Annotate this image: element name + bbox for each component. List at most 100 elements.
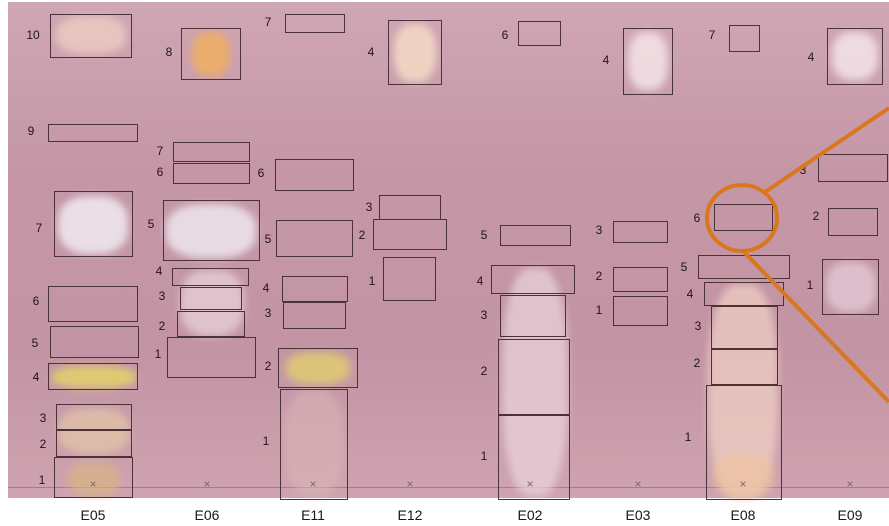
band-box-e08-6	[714, 204, 773, 231]
origin-mark-e06: ×	[203, 477, 211, 491]
band-box-e09-4	[827, 28, 883, 85]
band-number-e12-3: 3	[365, 200, 373, 214]
lane-label-e03: E03	[625, 507, 651, 523]
band-box-e08-4	[704, 282, 784, 306]
band-number-e11-4: 4	[262, 281, 270, 295]
band-number-e05-9: 9	[27, 124, 35, 138]
band-number-e02-6: 6	[501, 28, 509, 42]
band-box-e11-3	[283, 302, 346, 329]
band-number-e05-4: 4	[32, 370, 40, 384]
band-box-e05-9	[48, 124, 138, 142]
band-number-e12-4: 4	[367, 45, 375, 59]
origin-line	[8, 487, 889, 488]
band-number-e03-3: 3	[595, 223, 603, 237]
band-number-e03-2: 2	[595, 269, 603, 283]
band-number-e02-5: 5	[480, 228, 488, 242]
band-number-e11-5: 5	[264, 232, 272, 246]
band-box-e03-4	[623, 28, 673, 95]
band-box-e09-1	[822, 259, 879, 315]
band-box-e02-4	[491, 265, 575, 294]
band-number-e11-3: 3	[264, 306, 272, 320]
band-box-e11-1	[280, 389, 348, 500]
spot-e06-column	[180, 270, 244, 336]
band-box-e09-2	[828, 208, 878, 236]
band-number-e11-2: 2	[264, 359, 272, 373]
band-number-e06-3: 3	[158, 289, 166, 303]
band-number-e06-7: 7	[156, 144, 164, 158]
band-number-e09-4: 4	[807, 50, 815, 64]
band-number-e05-6: 6	[32, 294, 40, 308]
band-box-e08-2	[711, 349, 778, 385]
band-box-e06-2	[177, 311, 245, 337]
band-number-e05-5: 5	[31, 336, 39, 350]
band-box-e06-7	[173, 142, 250, 162]
lane-label-e08: E08	[730, 507, 756, 523]
spot-e05-large	[58, 196, 128, 254]
band-number-e12-2: 2	[358, 228, 366, 242]
band-number-e09-1: 1	[806, 278, 814, 292]
band-number-e11-1: 1	[262, 434, 270, 448]
band-box-e11-5	[276, 220, 353, 257]
band-number-e06-6: 6	[156, 165, 164, 179]
lane-label-e06: E06	[194, 507, 220, 523]
band-number-e08-7: 7	[708, 28, 716, 42]
band-number-e02-3: 3	[480, 308, 488, 322]
band-number-e08-5: 5	[680, 260, 688, 274]
band-box-e05-6	[48, 286, 138, 322]
band-number-e08-3: 3	[694, 319, 702, 333]
band-box-e08-7	[729, 25, 760, 52]
band-number-e08-2: 2	[693, 356, 701, 370]
band-number-e05-2: 2	[39, 437, 47, 451]
band-box-e12-3	[379, 195, 441, 220]
band-number-e08-4: 4	[686, 287, 694, 301]
band-box-e11-6	[275, 159, 354, 191]
spot-e05-lower	[58, 408, 130, 454]
band-box-e05-3	[56, 404, 132, 430]
spot-e05-yellow	[52, 366, 136, 388]
band-box-e05-10	[50, 14, 132, 58]
spot-e11-yellow	[286, 352, 350, 384]
band-number-e06-5: 5	[147, 217, 155, 231]
band-box-e02-2	[498, 339, 570, 415]
band-number-e06-1: 1	[154, 347, 162, 361]
band-box-e05-5	[50, 326, 139, 358]
band-box-e12-1	[383, 257, 436, 301]
band-box-e05-7	[54, 191, 133, 257]
band-number-e05-1: 1	[38, 473, 46, 487]
band-number-e08-6: 6	[693, 211, 701, 225]
origin-mark-e05: ×	[89, 477, 97, 491]
band-number-e05-7: 7	[35, 221, 43, 235]
band-box-e11-4	[282, 276, 348, 302]
lane-label-e09: E09	[837, 507, 863, 523]
spot-e05-top	[56, 16, 126, 54]
spot-e09-top	[832, 32, 878, 80]
band-number-e02-4: 4	[476, 274, 484, 288]
origin-mark-e12: ×	[406, 477, 414, 491]
origin-mark-e08: ×	[739, 477, 747, 491]
band-number-e02-1: 1	[480, 449, 488, 463]
band-number-e09-3: 3	[799, 163, 807, 177]
spot-e08-origin	[714, 454, 774, 498]
lane-label-e12: E12	[397, 507, 423, 523]
band-number-e09-2: 2	[812, 209, 820, 223]
band-number-e06-2: 2	[158, 319, 166, 333]
origin-mark-e11: ×	[309, 477, 317, 491]
band-box-e12-4	[388, 20, 442, 85]
spot-e06-orange	[192, 32, 230, 76]
band-box-e02-1	[498, 415, 570, 500]
lane-label-e11: E11	[301, 507, 325, 523]
band-box-e06-3	[180, 287, 242, 310]
band-box-e02-5	[500, 225, 571, 246]
band-box-e11-2	[278, 348, 358, 388]
spot-e03-top	[628, 32, 668, 90]
band-number-e11-7: 7	[264, 15, 272, 29]
spot-e05-origin	[68, 462, 120, 496]
origin-mark-e02: ×	[526, 477, 534, 491]
band-number-e03-4: 4	[602, 53, 610, 67]
band-box-e02-3	[500, 295, 566, 337]
band-box-e11-7	[285, 14, 345, 33]
origin-mark-e09: ×	[846, 477, 854, 491]
band-box-e05-4	[48, 363, 138, 390]
band-number-e05-3: 3	[39, 411, 47, 425]
